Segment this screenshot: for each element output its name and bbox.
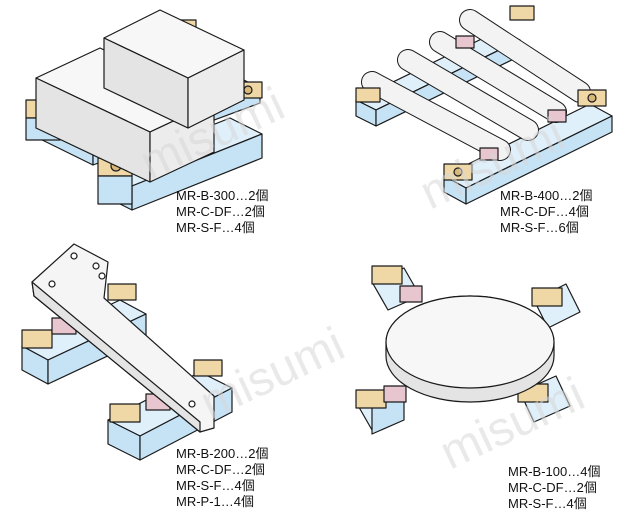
clamp-stopper <box>355 5 607 181</box>
clamp-cam <box>455 35 567 161</box>
workpiece-rod <box>361 71 511 161</box>
workpiece-block <box>103 9 245 129</box>
parts-list-line: MR-S-F…6個 <box>500 220 579 235</box>
clamp-cam <box>383 285 423 403</box>
parts-list-line: MR-B-200…2個 <box>176 446 269 461</box>
clamp-stopper <box>21 283 223 423</box>
parts-list-plate: MR-B-200…2個 MR-C-DF…2個 MR-S-F…4個 MR-P-1…… <box>176 446 268 510</box>
workpiece-rod <box>397 49 539 141</box>
parts-list-line: MR-C-DF…4個 <box>500 204 589 219</box>
parts-list-blocks: MR-B-300…2個 MR-C-DF…2個 MR-S-F…4個 <box>176 188 268 236</box>
layout-disc <box>355 265 581 435</box>
layout-rods <box>355 5 613 205</box>
parts-list-disc: MR-B-100…4個 MR-C-DF…2個 MR-S-F…4個 <box>508 464 600 512</box>
parts-list-line: MR-C-DF…2個 <box>508 480 597 495</box>
parts-list-line: MR-C-DF…2個 <box>176 462 265 477</box>
workpiece-disc <box>385 295 555 403</box>
parts-list-line: MR-S-F…4個 <box>508 496 587 511</box>
base-rail <box>443 103 613 205</box>
clamp-stopper <box>355 265 563 409</box>
parts-list-line: MR-S-F…4個 <box>176 478 255 493</box>
parts-list-line: MR-S-F…4個 <box>176 220 255 235</box>
parts-list-line: MR-C-DF…2個 <box>176 204 265 219</box>
workpiece-rod <box>429 31 567 123</box>
layout-plate <box>21 243 233 461</box>
parts-list-line: MR-B-100…4個 <box>508 464 601 479</box>
parts-list-line: MR-P-1…4個 <box>176 494 255 509</box>
workpiece-plate <box>31 243 215 433</box>
parts-list-rods: MR-B-400…2個 MR-C-DF…4個 MR-S-F…6個 <box>500 188 592 236</box>
layout-blocks <box>25 9 263 211</box>
parts-list-line: MR-B-400…2個 <box>500 188 593 203</box>
workpiece-rod <box>459 9 591 103</box>
parts-list-line: MR-B-300…2個 <box>176 188 269 203</box>
